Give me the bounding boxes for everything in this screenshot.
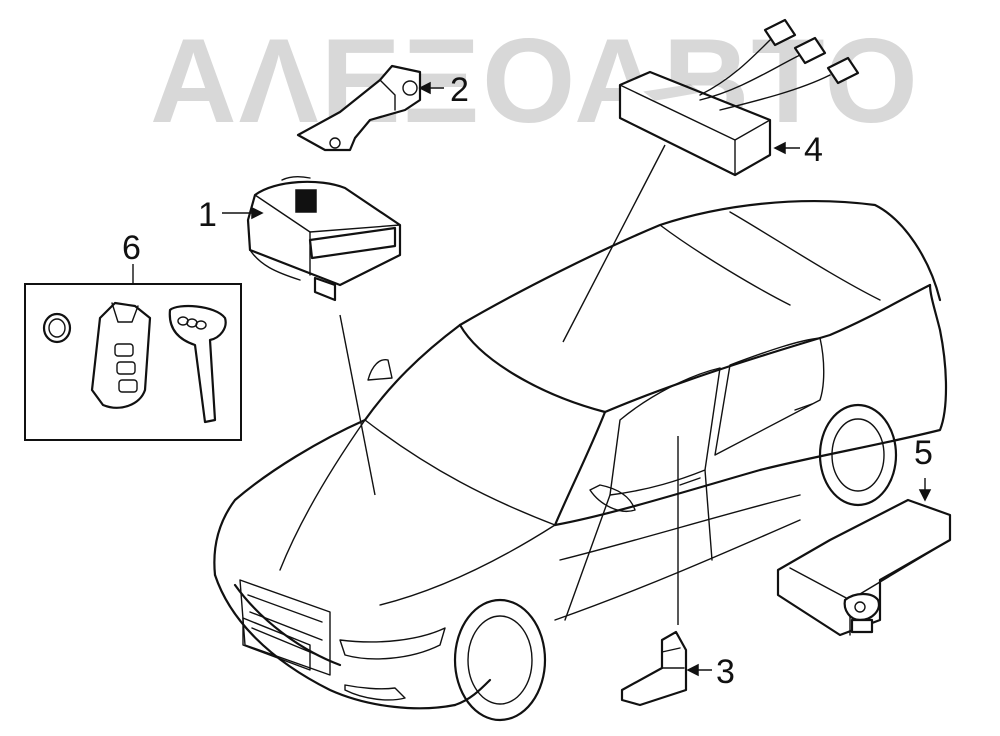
part-5-module: 5 xyxy=(776,434,952,637)
callout-6: 6 xyxy=(122,229,141,267)
part-6-key-set: 6 xyxy=(24,229,242,441)
part-1-control-module: 1 xyxy=(198,175,402,496)
part-4-antenna-module: 4 xyxy=(562,18,860,343)
callout-4: 4 xyxy=(804,131,823,169)
part-3-sensor: 3 xyxy=(620,436,735,707)
watermark-text: ΑΛΕΞΟΑΒΤΟ xyxy=(150,14,920,148)
callout-2: 2 xyxy=(450,71,469,109)
leader-4 xyxy=(562,144,666,343)
leader-1 xyxy=(339,314,376,496)
car-body xyxy=(213,199,948,722)
part-2-bracket: 2 xyxy=(296,64,469,152)
callout-3: 3 xyxy=(716,653,735,691)
callout-1: 1 xyxy=(198,196,217,234)
watermark-logo: ΑΛΕΞΟΑΒΤΟ xyxy=(150,14,920,148)
battery-icon xyxy=(42,312,72,344)
callout-5: 5 xyxy=(914,434,933,472)
key-blade-icon xyxy=(168,304,227,424)
